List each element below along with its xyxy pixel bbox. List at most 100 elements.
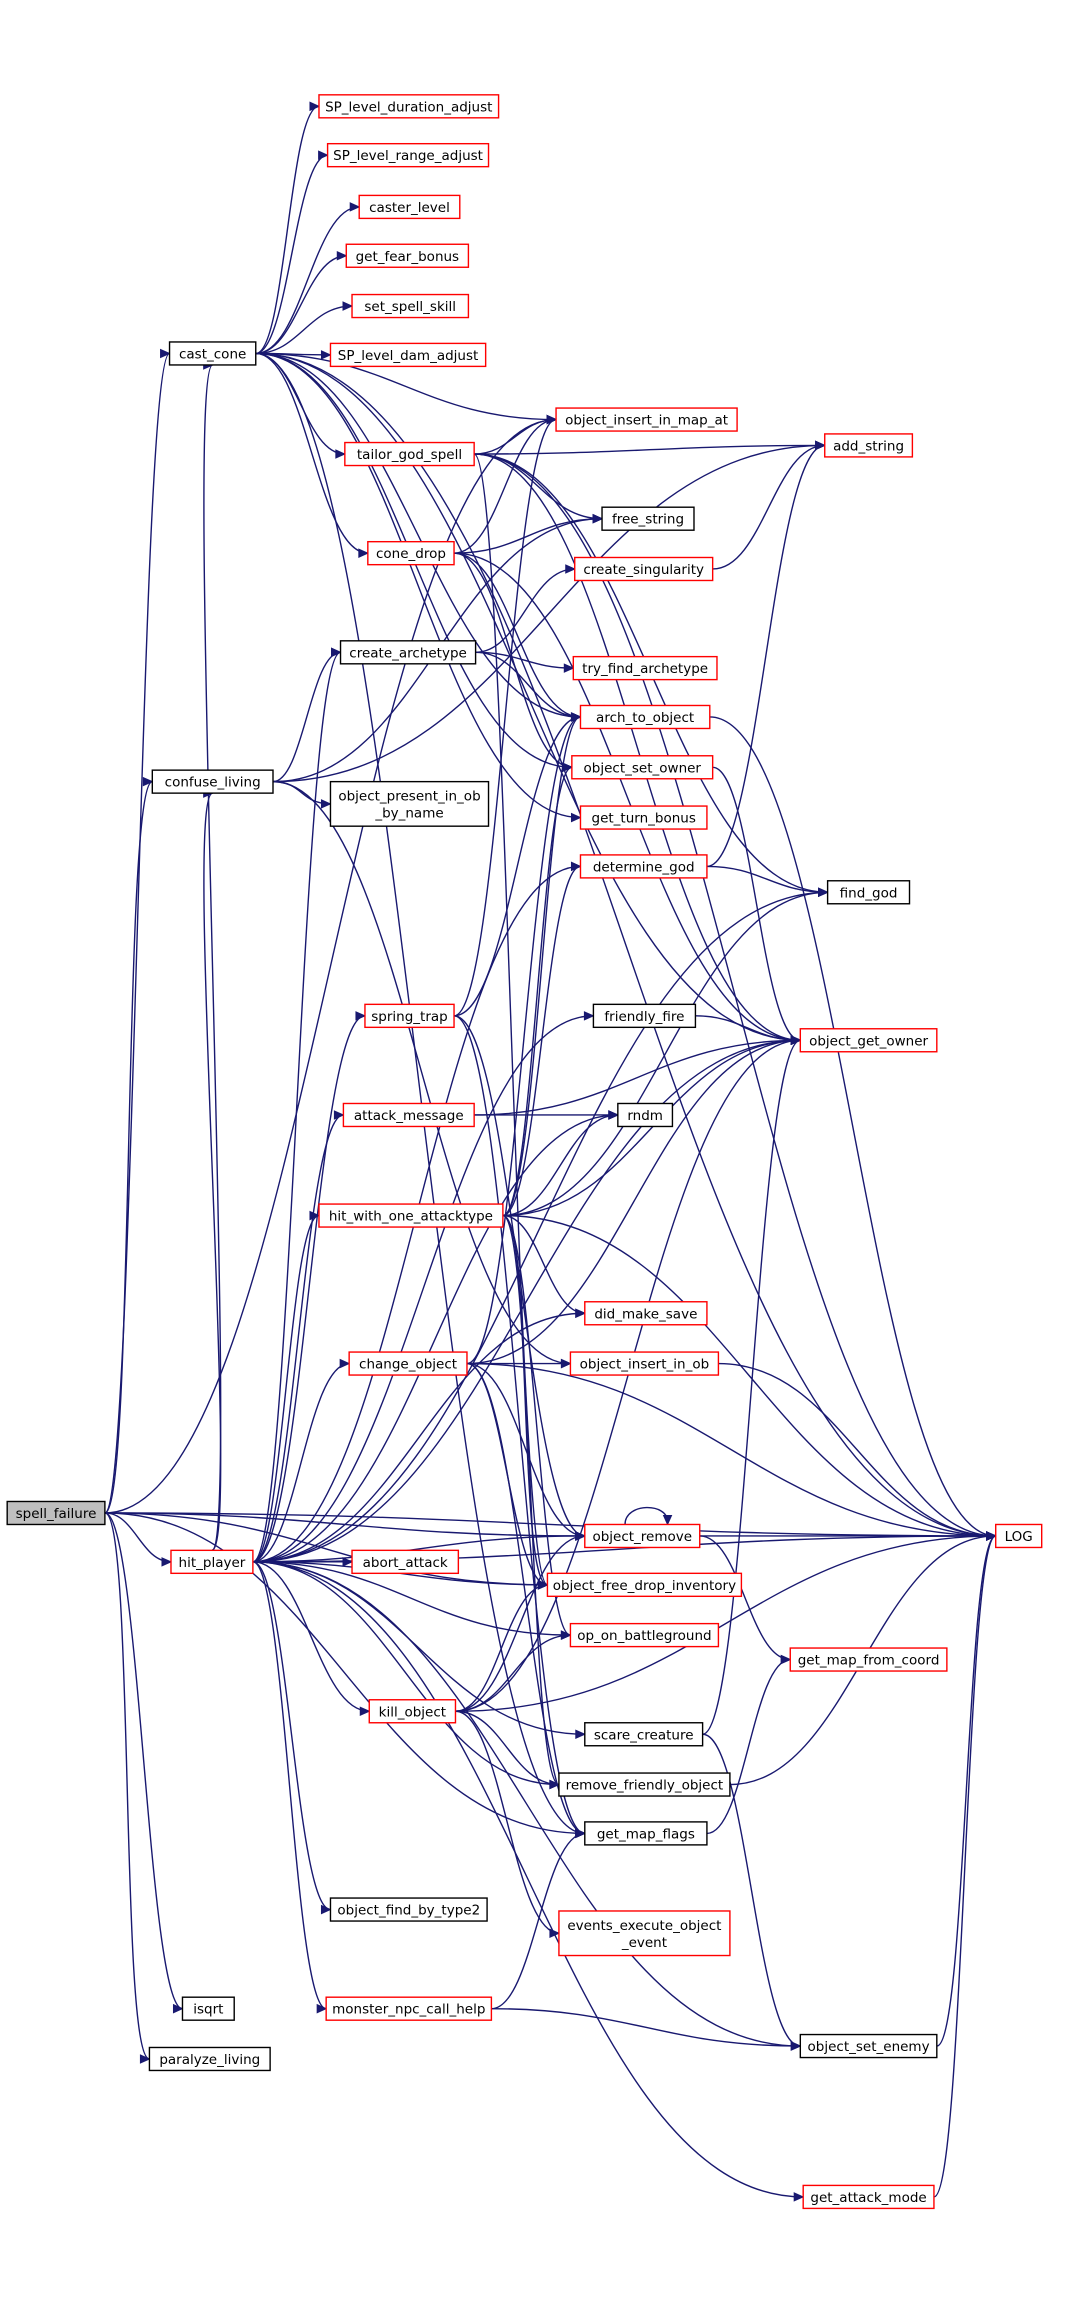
node-LOG[interactable]: LOG (995, 1523, 1043, 1549)
node-spell_failure[interactable]: spell_failure (6, 1500, 106, 1526)
node-attack_message[interactable]: attack_message (342, 1102, 475, 1128)
node-box[interactable] (348, 1351, 468, 1376)
node-change_object[interactable]: change_object (348, 1351, 468, 1376)
node-box[interactable] (579, 854, 708, 879)
node-box[interactable] (148, 2046, 271, 2072)
node-box[interactable] (329, 1897, 488, 1922)
node-isqrt[interactable]: isqrt (181, 1996, 235, 2021)
node-box[interactable] (345, 243, 470, 268)
node-events_execute_object_event[interactable]: events_execute_object_event (558, 1910, 731, 1957)
node-object_insert_in_map_at[interactable]: object_insert_in_map_at (555, 407, 738, 432)
node-box[interactable] (168, 341, 257, 366)
node-paralyze_living[interactable]: paralyze_living (148, 2046, 271, 2072)
node-scare_creature[interactable]: scare_creature (584, 1722, 704, 1747)
node-box[interactable] (824, 433, 914, 458)
node-box[interactable] (601, 506, 695, 531)
node-get_fear_bonus[interactable]: get_fear_bonus (345, 243, 470, 268)
node-box[interactable] (555, 407, 738, 432)
node-box[interactable] (789, 1647, 948, 1672)
node-box[interactable] (344, 441, 475, 467)
node-box[interactable] (558, 1910, 731, 1957)
node-box[interactable] (358, 194, 461, 220)
node-box[interactable] (584, 1301, 708, 1326)
node-arch_to_object[interactable]: arch_to_object (579, 704, 711, 730)
node-box[interactable] (351, 293, 470, 319)
node-find_god[interactable]: find_god (826, 880, 911, 905)
node-object_get_owner[interactable]: object_get_owner (799, 1028, 938, 1053)
node-box[interactable] (995, 1523, 1043, 1549)
node-object_set_enemy[interactable]: object_set_enemy (799, 2033, 938, 2059)
node-get_map_from_coord[interactable]: get_map_from_coord (789, 1647, 948, 1672)
node-SP_level_duration_adjust[interactable]: SP_level_duration_adjust (318, 94, 500, 119)
node-box[interactable] (617, 1102, 674, 1128)
node-box[interactable] (574, 556, 714, 582)
node-box[interactable] (6, 1500, 106, 1526)
node-object_remove[interactable]: object_remove (584, 1523, 701, 1549)
node-object_find_by_type2[interactable]: object_find_by_type2 (329, 1897, 488, 1922)
node-box[interactable] (579, 805, 708, 830)
node-create_archetype[interactable]: create_archetype (339, 640, 477, 665)
node-kill_object[interactable]: kill_object (368, 1699, 457, 1724)
node-box[interactable] (318, 1203, 504, 1228)
node-rndm[interactable]: rndm (617, 1102, 674, 1128)
node-free_string[interactable]: free_string (601, 506, 695, 531)
node-confuse_living[interactable]: confuse_living (151, 769, 274, 794)
node-set_spell_skill[interactable]: set_spell_skill (351, 293, 470, 319)
node-hit_with_one_attacktype[interactable]: hit_with_one_attacktype (318, 1203, 504, 1228)
node-box[interactable] (799, 2033, 938, 2059)
node-box[interactable] (569, 1351, 720, 1376)
node-box[interactable] (329, 780, 490, 827)
node-box[interactable] (181, 1996, 235, 2021)
node-monster_npc_call_help[interactable]: monster_npc_call_help (325, 1996, 493, 2021)
node-spring_trap[interactable]: spring_trap (364, 1003, 455, 1029)
node-op_on_battleground[interactable]: op_on_battleground (569, 1622, 720, 1648)
node-object_insert_in_ob[interactable]: object_insert_in_ob (569, 1351, 720, 1376)
node-box[interactable] (364, 1003, 455, 1029)
node-box[interactable] (342, 1102, 475, 1128)
node-get_attack_mode[interactable]: get_attack_mode (802, 2184, 935, 2210)
node-box[interactable] (351, 1549, 460, 1575)
node-create_singularity[interactable]: create_singularity (574, 556, 714, 582)
node-box[interactable] (325, 1996, 493, 2021)
node-add_string[interactable]: add_string (824, 433, 914, 458)
node-box[interactable] (569, 1622, 720, 1648)
node-object_set_owner[interactable]: object_set_owner (571, 755, 714, 780)
node-box[interactable] (584, 1722, 704, 1747)
node-box[interactable] (802, 2184, 935, 2210)
node-box[interactable] (339, 640, 477, 665)
node-SP_level_range_adjust[interactable]: SP_level_range_adjust (326, 142, 490, 168)
node-box[interactable] (558, 1772, 731, 1797)
node-box[interactable] (368, 1699, 457, 1724)
node-get_map_flags[interactable]: get_map_flags (584, 1821, 708, 1846)
node-get_turn_bonus[interactable]: get_turn_bonus (579, 805, 708, 830)
node-try_find_archetype[interactable]: try_find_archetype (572, 655, 718, 681)
node-hit_player[interactable]: hit_player (170, 1549, 254, 1575)
node-did_make_save[interactable]: did_make_save (584, 1301, 708, 1326)
node-SP_level_dam_adjust[interactable]: SP_level_dam_adjust (329, 342, 487, 368)
node-caster_level[interactable]: caster_level (358, 194, 461, 220)
node-box[interactable] (170, 1549, 254, 1575)
node-tailor_god_spell[interactable]: tailor_god_spell (344, 441, 475, 467)
node-box[interactable] (584, 1523, 701, 1549)
node-box[interactable] (326, 142, 490, 168)
node-box[interactable] (367, 540, 455, 566)
node-box[interactable] (572, 655, 718, 681)
node-remove_friendly_object[interactable]: remove_friendly_object (558, 1772, 731, 1797)
node-box[interactable] (584, 1821, 708, 1846)
node-box[interactable] (151, 769, 274, 794)
node-object_present_in_ob_by_name[interactable]: object_present_in_ob_by_name (329, 780, 490, 827)
node-friendly_fire[interactable]: friendly_fire (592, 1003, 697, 1029)
node-box[interactable] (546, 1572, 743, 1598)
node-box[interactable] (329, 342, 487, 368)
node-box[interactable] (826, 880, 911, 905)
node-box[interactable] (579, 704, 711, 730)
node-cast_cone[interactable]: cast_cone (168, 341, 257, 366)
node-box[interactable] (592, 1003, 697, 1029)
node-box[interactable] (318, 94, 500, 119)
node-cone_drop[interactable]: cone_drop (367, 540, 455, 566)
node-determine_god[interactable]: determine_god (579, 854, 708, 879)
node-object_free_drop_inventory[interactable]: object_free_drop_inventory (546, 1572, 743, 1598)
node-box[interactable] (799, 1028, 938, 1053)
node-abort_attack[interactable]: abort_attack (351, 1549, 460, 1575)
node-box[interactable] (571, 755, 714, 780)
